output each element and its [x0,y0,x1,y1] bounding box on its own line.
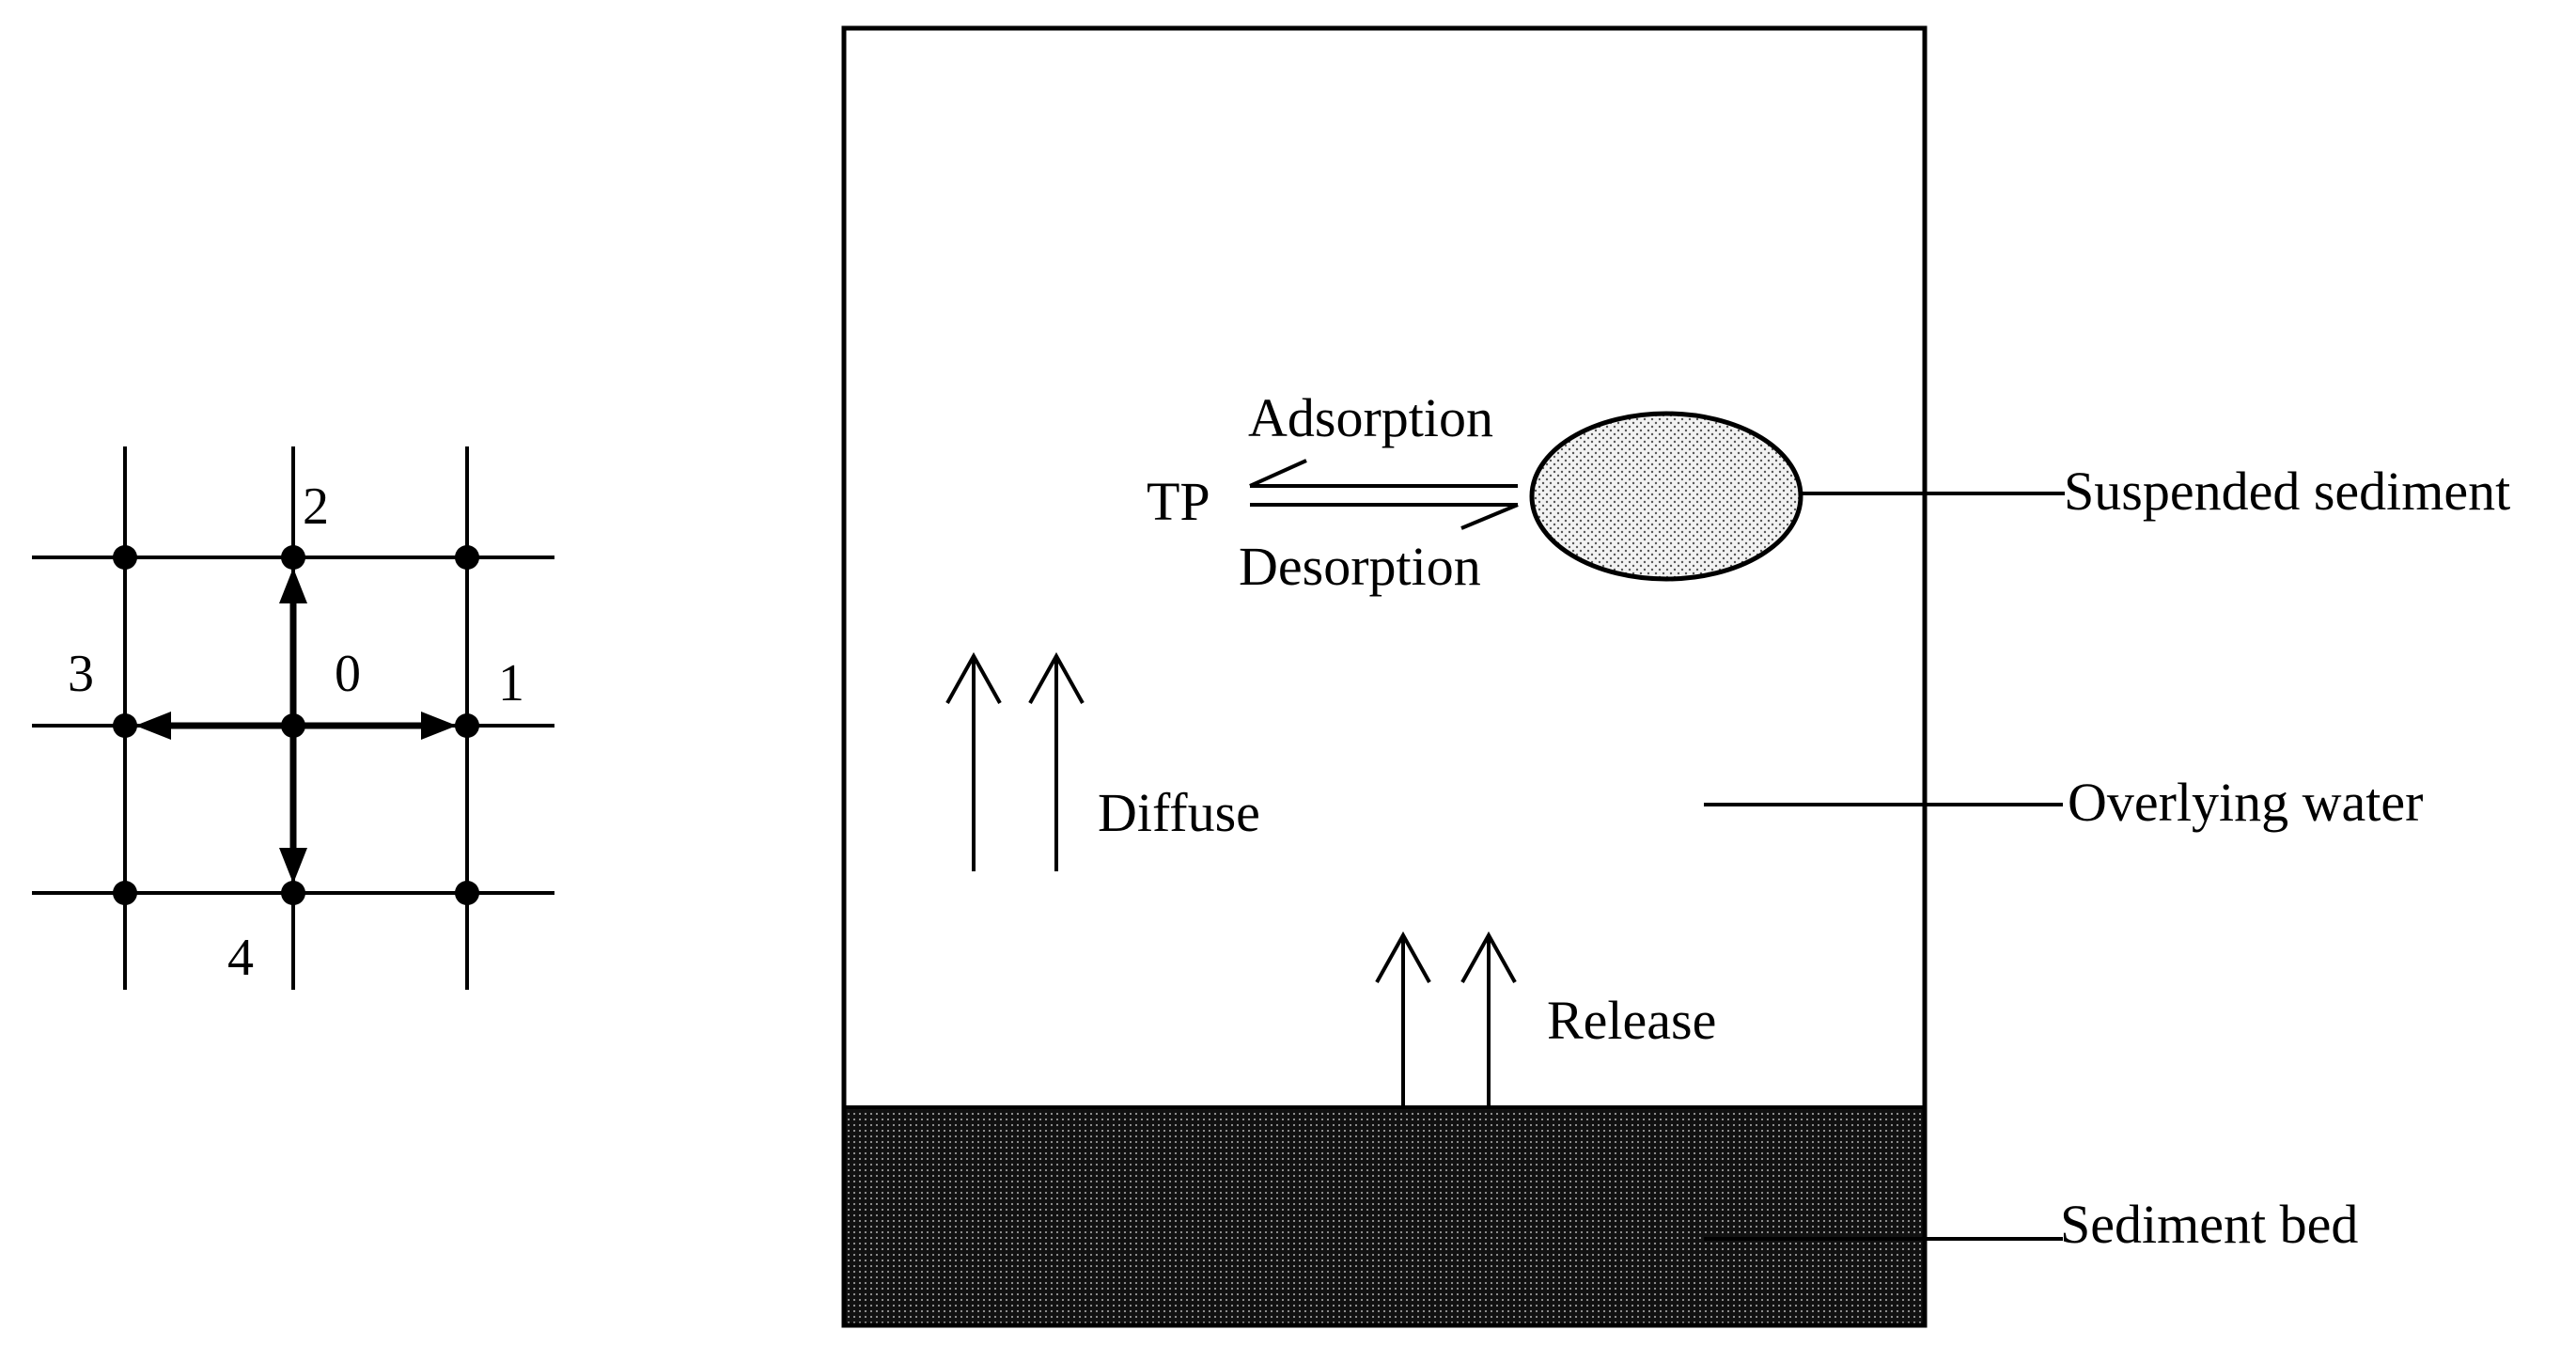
adsorption-label: Adsorption [1248,387,1493,448]
stencil-arrows [135,568,457,884]
sediment-bed-label: Sediment bed [2060,1194,2358,1255]
diffuse-arrow-head-1 [945,651,1002,704]
grid-node-center [281,713,305,738]
grid-node [113,881,137,905]
release-arrow-head-2 [1460,931,1517,983]
arrow-head-east [421,712,457,740]
grid-node-south [281,881,305,905]
desorption-label: Desorption [1239,536,1481,597]
release-arrows [1375,931,1517,1107]
desorption-arrow-barb [1460,503,1519,530]
sediment-bed-layer [842,1105,1927,1327]
arrow-head-west [135,712,171,740]
suspended-sediment-particle [1529,411,1803,582]
arrow-head-north [279,568,307,603]
water-column [841,25,1928,1328]
equilibrium-arrows [1249,459,1519,530]
suspended-sediment-label: Suspended sediment [2064,461,2510,522]
adsorption-arrow-barb [1249,459,1307,488]
grid-node [455,881,479,905]
node-label-west: 3 [68,645,94,703]
callout-leaders [1704,492,2065,1241]
node-label-south: 4 [227,929,254,987]
grid-node-west [113,713,137,738]
node-label-east: 1 [498,654,524,712]
node-label-center: 0 [335,645,361,703]
tp-label: TP [1147,471,1210,532]
water-column-outline [841,25,1928,1328]
release-arrow-head-1 [1375,931,1431,983]
grid-node-east [455,713,479,738]
diffuse-arrow-head-2 [1028,651,1085,704]
release-label: Release [1547,990,1716,1051]
grid-node-north [281,545,305,570]
diffuse-label: Diffuse [1098,782,1260,843]
node-label-north: 2 [303,477,329,536]
grid-node [113,545,137,570]
diffuse-arrows [945,651,1085,871]
overlying-water-label: Overlying water [2068,772,2423,833]
grid-nodes [113,545,479,905]
arrow-head-south [279,848,307,884]
grid-node [455,545,479,570]
